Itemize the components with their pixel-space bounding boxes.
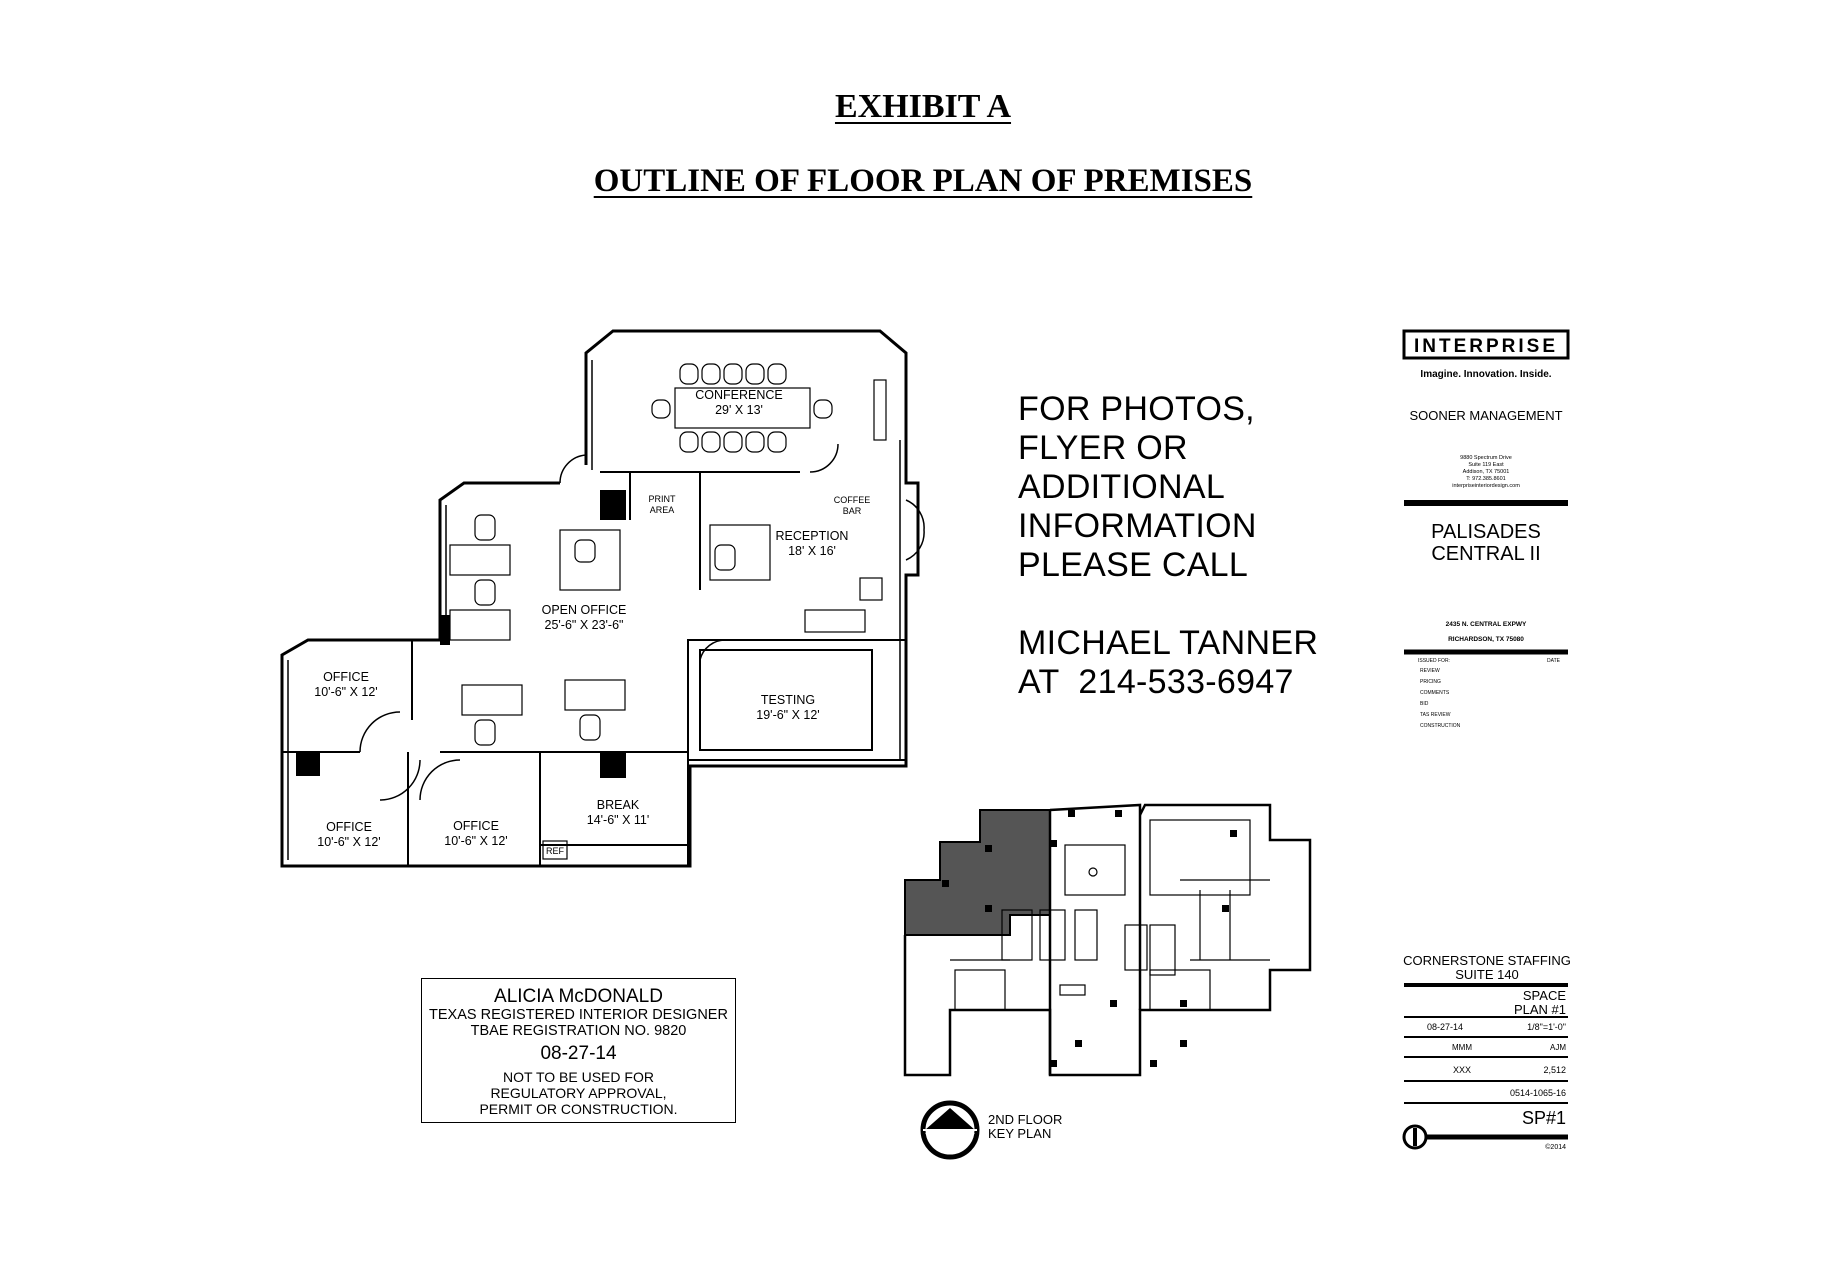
reception-size: 18' X 16' [788, 544, 836, 558]
office-nw-label: OFFICE [323, 670, 369, 684]
tenant-name: CORNERSTONE STAFFING [1403, 953, 1571, 968]
checked-by: AJM [1550, 1043, 1566, 1052]
address-small-1: 9880 Spectrum Drive [1460, 455, 1512, 461]
copyright: ©2014 [1545, 1143, 1566, 1151]
address-small-3: Addison, TX 75001 [1463, 469, 1510, 475]
designer-title: TEXAS REGISTERED INTERIOR DESIGNER [429, 1007, 728, 1023]
brand-logo: INTERPRISE [1414, 336, 1558, 357]
drawing-date: 08-27-14 [1427, 1022, 1463, 1032]
stamp-date: 08-27-14 [540, 1043, 617, 1064]
key-plan-drawing [903, 803, 1312, 1077]
sheet-title-1: SPACE [1523, 988, 1566, 1003]
contact-line-3: ADDITIONAL [1018, 468, 1226, 506]
stamp-notice-3: PERMIT OR CONSTRUCTION. [479, 1101, 678, 1117]
workstations [449, 514, 883, 746]
suite-number: SUITE 140 [1455, 967, 1519, 982]
area-sf: 2,512 [1543, 1065, 1566, 1075]
project-name-1: PALISADES [1431, 521, 1541, 543]
issue-item-2: PRICING [1420, 679, 1441, 685]
ref-label: REF [546, 846, 565, 856]
page-title: OUTLINE OF FLOOR PLAN OF PREMISES [593, 163, 1253, 199]
management-logo: SOONER MANAGEMENT [1409, 408, 1562, 423]
issue-item-1: REVIEW [1420, 668, 1440, 674]
conference-size: 29' X 13' [715, 403, 763, 417]
contact-line-2: FLYER OR [1018, 429, 1188, 467]
break-label: BREAK [597, 798, 640, 812]
stamp-notice-1: NOT TO BE USED FOR [503, 1069, 654, 1085]
address-small-5: interpriseinteriordesign.com [1452, 483, 1520, 489]
print-area-label: PRINT [649, 494, 677, 504]
conference-label: CONFERENCE [695, 388, 783, 402]
contact-callout: FOR PHOTOS, FLYER OR ADDITIONAL INFORMAT… [1018, 390, 1318, 702]
office-s-label: OFFICE [453, 819, 499, 833]
contact-name: MICHAEL TANNER [1018, 624, 1319, 662]
project-address-1: 2435 N. CENTRAL EXPWY [1446, 621, 1527, 628]
open-office-size: 25'-6" X 23'-6" [545, 618, 624, 632]
project-address-2: RICHARDSON, TX 75080 [1448, 636, 1524, 643]
north-arrow-icon [920, 1100, 980, 1160]
project-name-2: CENTRAL II [1431, 543, 1540, 565]
address-small-2: Suite 119 East [1468, 462, 1504, 468]
refrigerator-box [542, 840, 568, 860]
contact-line-1: FOR PHOTOS, [1018, 390, 1255, 428]
office-sw-label: OFFICE [326, 820, 372, 834]
structural-columns [296, 490, 626, 778]
job-number: XXX [1453, 1065, 1471, 1075]
designer-name: ALICIA McDONALD [494, 986, 663, 1007]
brand-tagline: Imagine. Innovation. Inside. [1420, 369, 1551, 380]
testing-label: TESTING [761, 693, 815, 707]
issue-item-5: TAS REVIEW [1420, 712, 1451, 718]
exhibit-heading: EXHIBIT A [834, 88, 1012, 125]
reception-label: RECEPTION [776, 529, 849, 543]
designer-registration: TBAE REGISTRATION NO. 9820 [470, 1023, 687, 1039]
issue-header: ISSUED FOR: [1418, 658, 1450, 664]
key-plan-label: 2ND FLOOR [988, 1112, 1062, 1127]
issue-header-date: DATE [1547, 658, 1561, 664]
office-s-size: 10'-6" X 12' [444, 834, 507, 848]
issue-item-6: CONSTRUCTION [1420, 723, 1461, 729]
interior-walls [282, 471, 907, 867]
contact-phone: AT 214-533-6947 [1018, 663, 1294, 701]
office-nw-size: 10'-6" X 12' [314, 685, 377, 699]
coffee-bar-label: COFFEE [834, 495, 871, 505]
sheet-number: SP#1 [1522, 1108, 1566, 1128]
stamp-notice-2: REGULATORY APPROVAL, [490, 1085, 667, 1101]
drawing-scale: 1/8"=1'-0" [1527, 1022, 1566, 1032]
print-area-label-2: AREA [650, 505, 675, 515]
door-swings [359, 443, 925, 801]
break-size: 14'-6" X 11' [587, 813, 650, 827]
testing-size: 19'-6" X 12' [756, 708, 819, 722]
project-number: 0514-1065-16 [1510, 1088, 1566, 1098]
issue-item-4: BID [1420, 701, 1429, 707]
designer-stamp: ALICIA McDONALD TEXAS REGISTERED INTERIO… [421, 978, 736, 1123]
open-office-label: OPEN OFFICE [542, 603, 627, 617]
sheet-title-2: PLAN #1 [1514, 1002, 1566, 1017]
address-small-4: T: 972.385.8601 [1466, 476, 1505, 482]
coffee-bar-label-2: BAR [843, 506, 862, 516]
premises-outline [280, 329, 920, 868]
title-block: INTERPRISE Imagine. Innovation. Inside. … [1402, 329, 1571, 1151]
issue-item-3: COMMENTS [1420, 690, 1450, 696]
key-plan-label-2: KEY PLAN [988, 1126, 1051, 1141]
office-sw-size: 10'-6" X 12' [317, 835, 380, 849]
drawn-by: MMM [1452, 1043, 1472, 1052]
contact-line-4: INFORMATION [1018, 507, 1257, 545]
conference-furniture [651, 363, 887, 453]
contact-line-5: PLEASE CALL [1018, 546, 1249, 584]
